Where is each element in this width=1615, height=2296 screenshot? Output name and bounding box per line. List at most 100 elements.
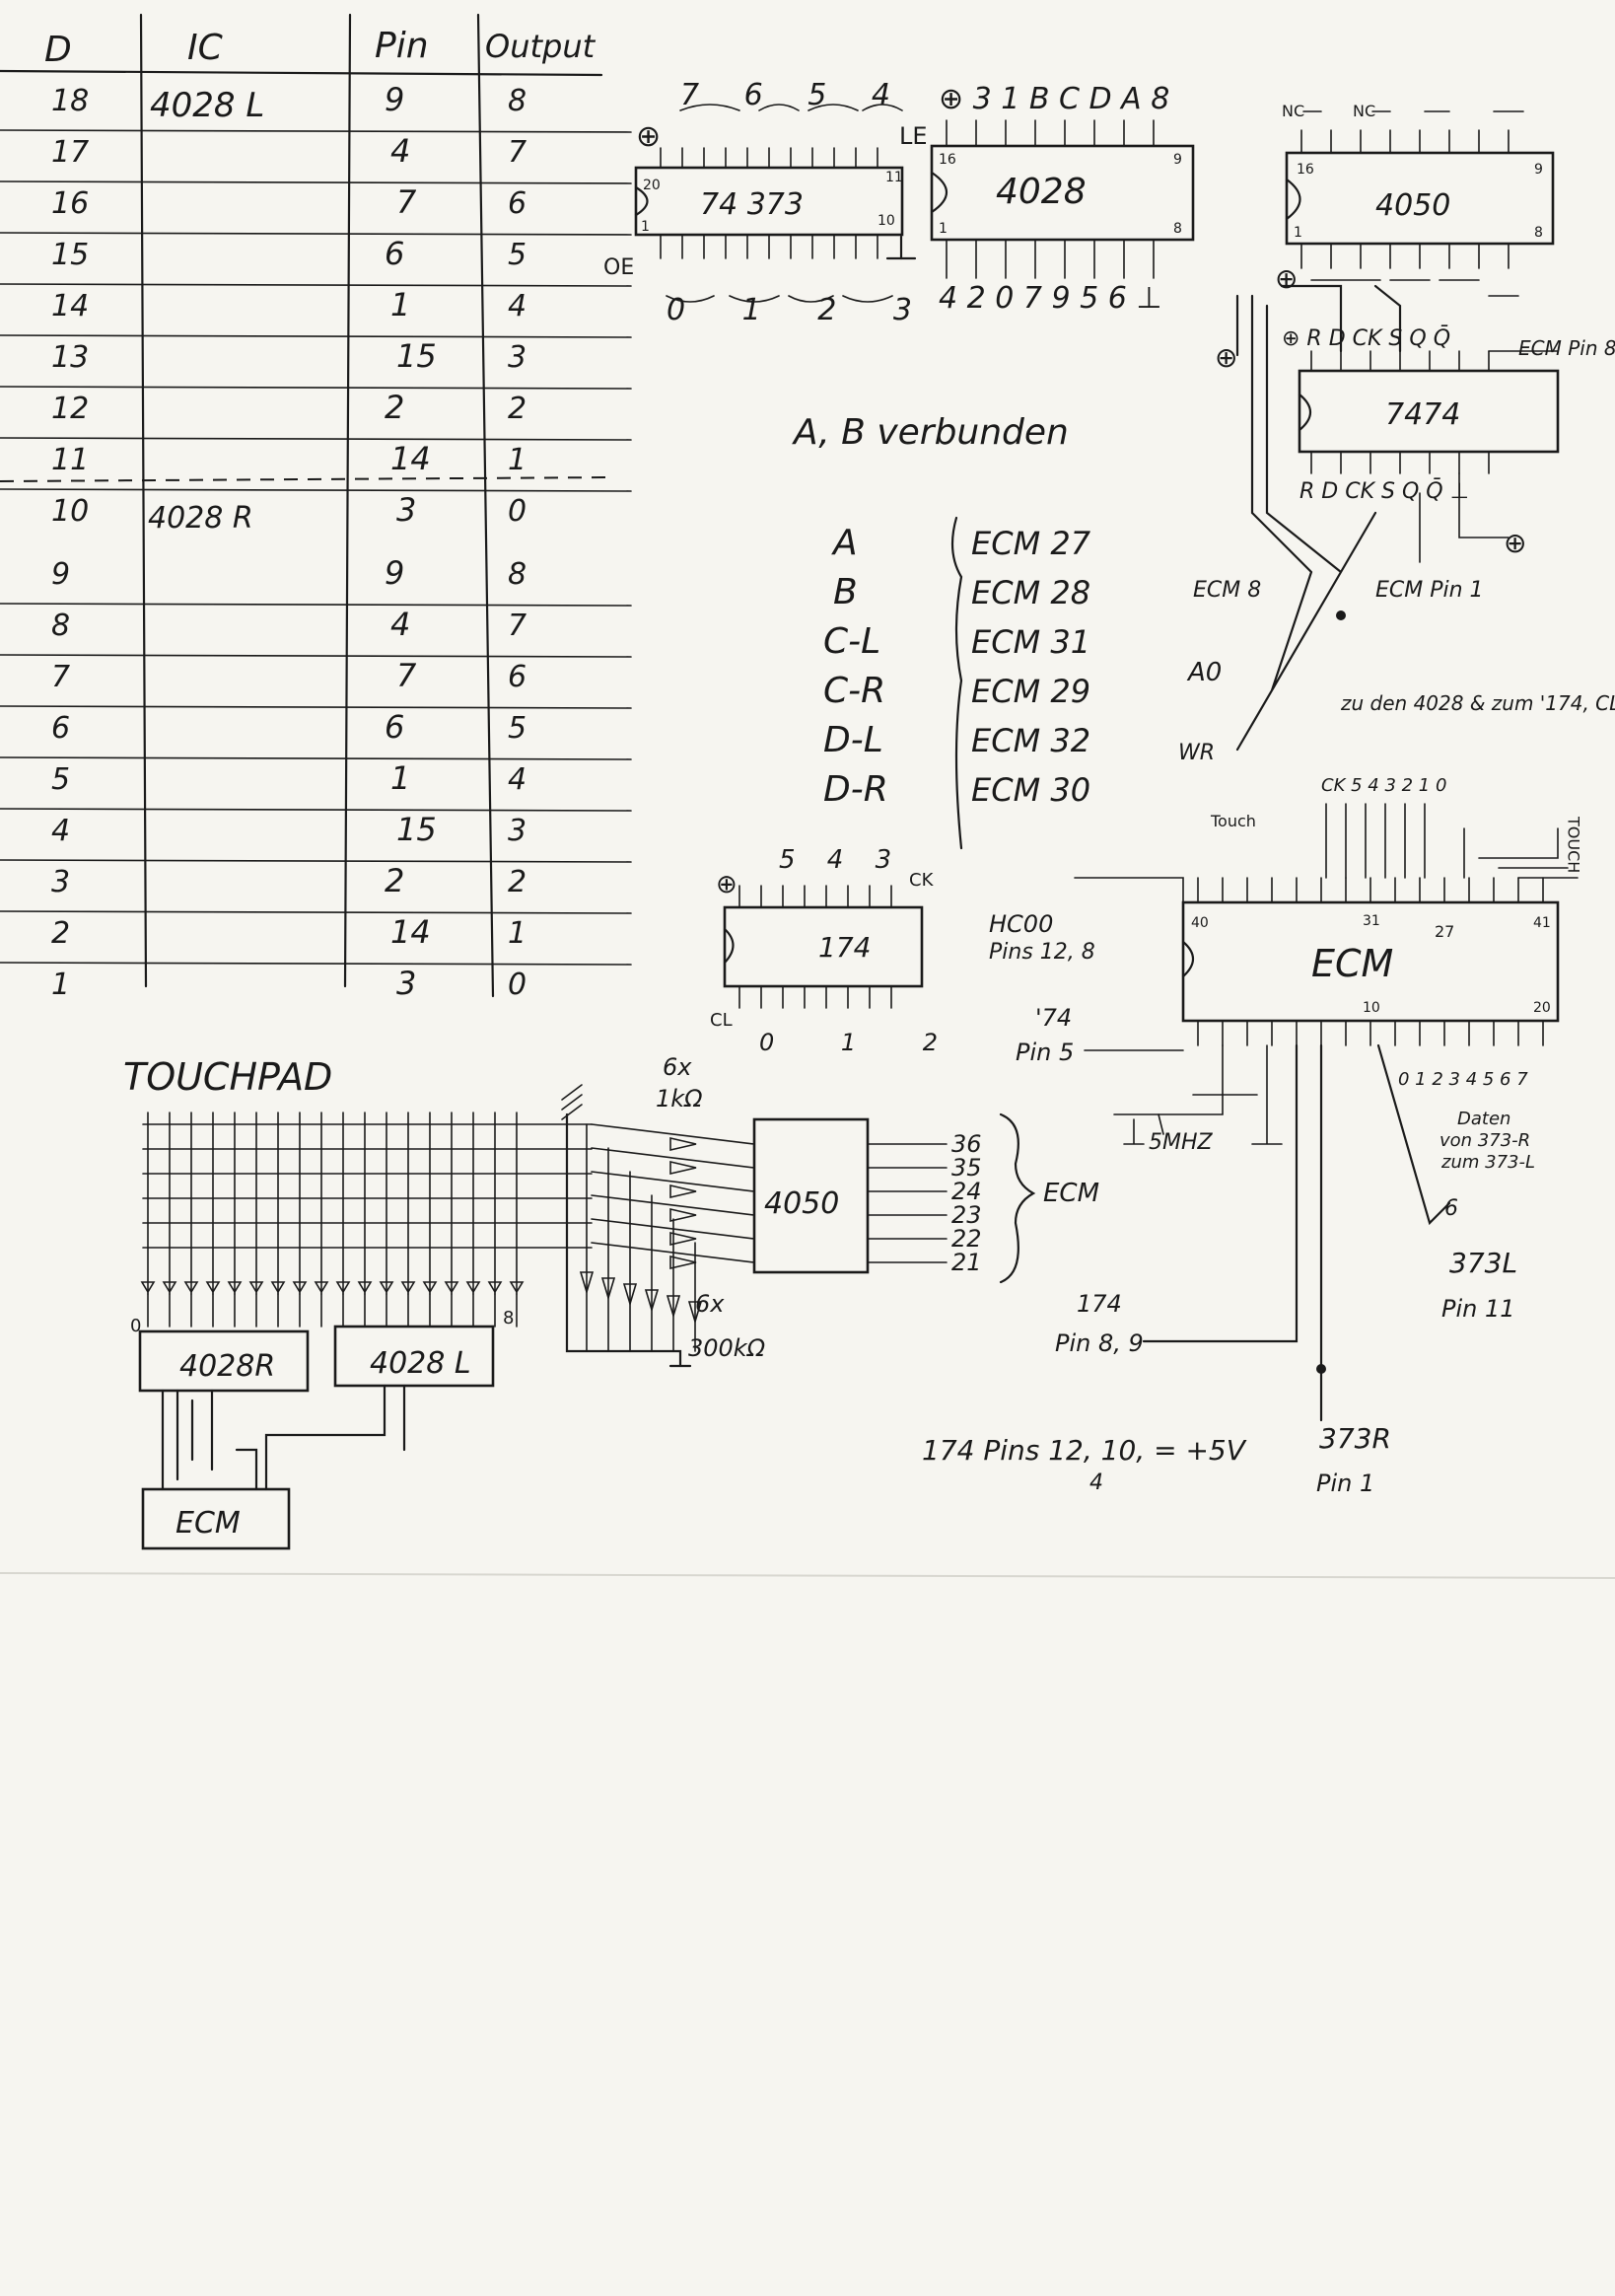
chip-4028l-box (333, 1325, 495, 1388)
table-cell-d: 3 (51, 865, 70, 899)
connection-ecm-pin: ECM 30 (971, 771, 1090, 809)
connections-title: A, B verbunden (792, 412, 1069, 453)
ecm-174: 174 (1077, 1290, 1122, 1318)
table-cell-d: 16 (51, 186, 89, 221)
ecm-pin31: 31 (1363, 913, 1380, 929)
ecm-note: zu den 4028 & zum '174, CL=+5V (1340, 691, 1615, 715)
ecm-daten-1: Daten (1457, 1109, 1510, 1129)
table-cell-output: 5 (508, 238, 527, 272)
touchpad-grid (140, 1112, 593, 1327)
table-cell-pin: 9 (385, 81, 404, 118)
chip-7474-wr: WR (1178, 741, 1215, 765)
touch-chip-4028l: 4028 L (370, 1346, 471, 1381)
chip-4028-top-pins: ⊕ 3 1 B C D A 8 (939, 82, 1169, 116)
chip-4050-pin16: 16 (1297, 162, 1314, 178)
ecm-top-pins: CK 5 4 3 2 1 0 (1321, 775, 1446, 796)
table-cell-d: 7 (51, 660, 70, 694)
table-cell-pin: 15 (396, 811, 437, 848)
chip-7474-top-pins: ⊕ R D CK S Q Q̄ (1282, 325, 1450, 351)
ic-label-4028l: 4028 L (150, 86, 264, 125)
ecm-174-pins-note: 174 Pins 12, 10, = +5V (922, 1434, 1247, 1467)
table-cell-output: 8 (508, 557, 527, 592)
connection-signal: B (833, 572, 858, 612)
chip-4050-pin8: 8 (1534, 225, 1543, 241)
ecm-daten-2: von 373-R (1439, 1130, 1530, 1151)
chip-4028-pin1: 1 (939, 221, 948, 237)
chip-7474-vcc2: ⊕ (1504, 527, 1526, 559)
table-cell-output: 5 (508, 711, 527, 746)
chip-174-vcc: ⊕ (716, 870, 737, 899)
table-cell-d: 10 (51, 494, 89, 529)
ic-label-4028r: 4028 R (148, 501, 253, 536)
table-cell-d: 11 (51, 443, 89, 477)
ecm-pin5-ref: '74 (1035, 1004, 1072, 1032)
table-cell-d: 14 (51, 289, 89, 323)
chip-174-bottom-pins: 0 1 2 (759, 1029, 967, 1056)
ecm-crystal: 5MHZ (1149, 1130, 1214, 1155)
table-cell-d: 15 (51, 238, 89, 272)
chip-4028-pin9: 9 (1173, 152, 1182, 168)
table-cell-output: 8 (508, 84, 527, 118)
table-cell-pin: 1 (390, 759, 410, 797)
chip-74373-le: LE (899, 122, 928, 150)
ecm-hc00: HC00 (989, 910, 1053, 938)
connection-ecm-pin: ECM 29 (971, 673, 1090, 710)
chip-7474-ecm-pin8: ECM Pin 8 (1518, 336, 1615, 360)
table-cell-d: 2 (51, 916, 70, 951)
chip-7474-vcc: ⊕ (1215, 341, 1237, 374)
chip-4050-pin1: 1 (1294, 225, 1302, 241)
ecm-pin-label: 22 (951, 1225, 982, 1253)
table-cell-output: 2 (508, 392, 527, 426)
table-cell-output: 4 (508, 762, 527, 797)
chip-74373-pin20: 20 (643, 178, 661, 193)
buffer-4050-box (752, 1117, 870, 1274)
chip-4050-pin9: 9 (1534, 162, 1543, 178)
table-cell-d: 5 (51, 762, 70, 797)
table-cell-pin: 6 (385, 708, 404, 746)
chip-7474: 7474 ⊕ R D CK S Q Q̄ R D CK S Q Q̄ ⊥ ECM… (1178, 284, 1615, 765)
touch-buffer: 4050 (764, 1186, 839, 1221)
table-cell-d: 4 (51, 814, 70, 848)
table-cell-output: 7 (508, 135, 527, 170)
table-cell-d: 12 (51, 392, 89, 426)
ecm-pin-label: 21 (951, 1249, 982, 1276)
touch-ecm: ECM (176, 1506, 241, 1541)
table-cell-output: 1 (508, 443, 527, 477)
header-d: D (44, 30, 72, 70)
chip-7474-name: 7474 (1385, 397, 1460, 432)
table-cell-d: 1 (51, 968, 70, 1002)
chip-174-ck: CK (909, 870, 935, 891)
chip-74373-top-pins: 7 6 5 4 (680, 78, 908, 112)
ecm-touch-label: Touch (1210, 812, 1256, 830)
chip-74373-name: 74 373 (700, 187, 804, 222)
connection-signal: C-R (823, 671, 885, 711)
touch-res1-value: 1kΩ (656, 1085, 703, 1112)
table-cell-pin: 14 (390, 440, 431, 477)
chip-4050-nc2: NC (1353, 102, 1375, 120)
ecm-373r-pin: Pin 1 (1316, 1470, 1374, 1497)
table-cell-pin: 4 (390, 132, 410, 170)
table-cell-output: 0 (508, 968, 527, 1002)
ecm-pin-label: 35 (951, 1154, 982, 1182)
chip-74373-pin1: 1 (641, 219, 650, 235)
chip-74373-pin11: 11 (885, 170, 903, 185)
chip-ecm: ECM zu den 4028 & zum '174, CL=+5V CK 5 … (922, 691, 1615, 1497)
connection-ecm-pin: ECM 27 (971, 525, 1091, 562)
table-cell-pin: 3 (396, 491, 416, 529)
chip-4050-vcc: ⊕ (1275, 262, 1298, 295)
chip-4050: 4050 NC NC 16 9 1 8 ⊕ (1275, 102, 1555, 297)
ecm-174-pins-note2: 4 (1089, 1471, 1103, 1495)
touch-res1-count: 6x (663, 1053, 692, 1081)
chip-4050-name: 4050 (1375, 188, 1450, 223)
table-cell-output: 4 (508, 289, 527, 323)
paper-fold (0, 1572, 1615, 1579)
chip-174-name: 174 (818, 931, 871, 964)
ecm-174-pin: Pin 8, 9 (1055, 1329, 1144, 1357)
buffer-lines (579, 1123, 948, 1352)
table-cell-pin: 14 (390, 913, 431, 951)
table-cell-d: 6 (51, 711, 70, 746)
